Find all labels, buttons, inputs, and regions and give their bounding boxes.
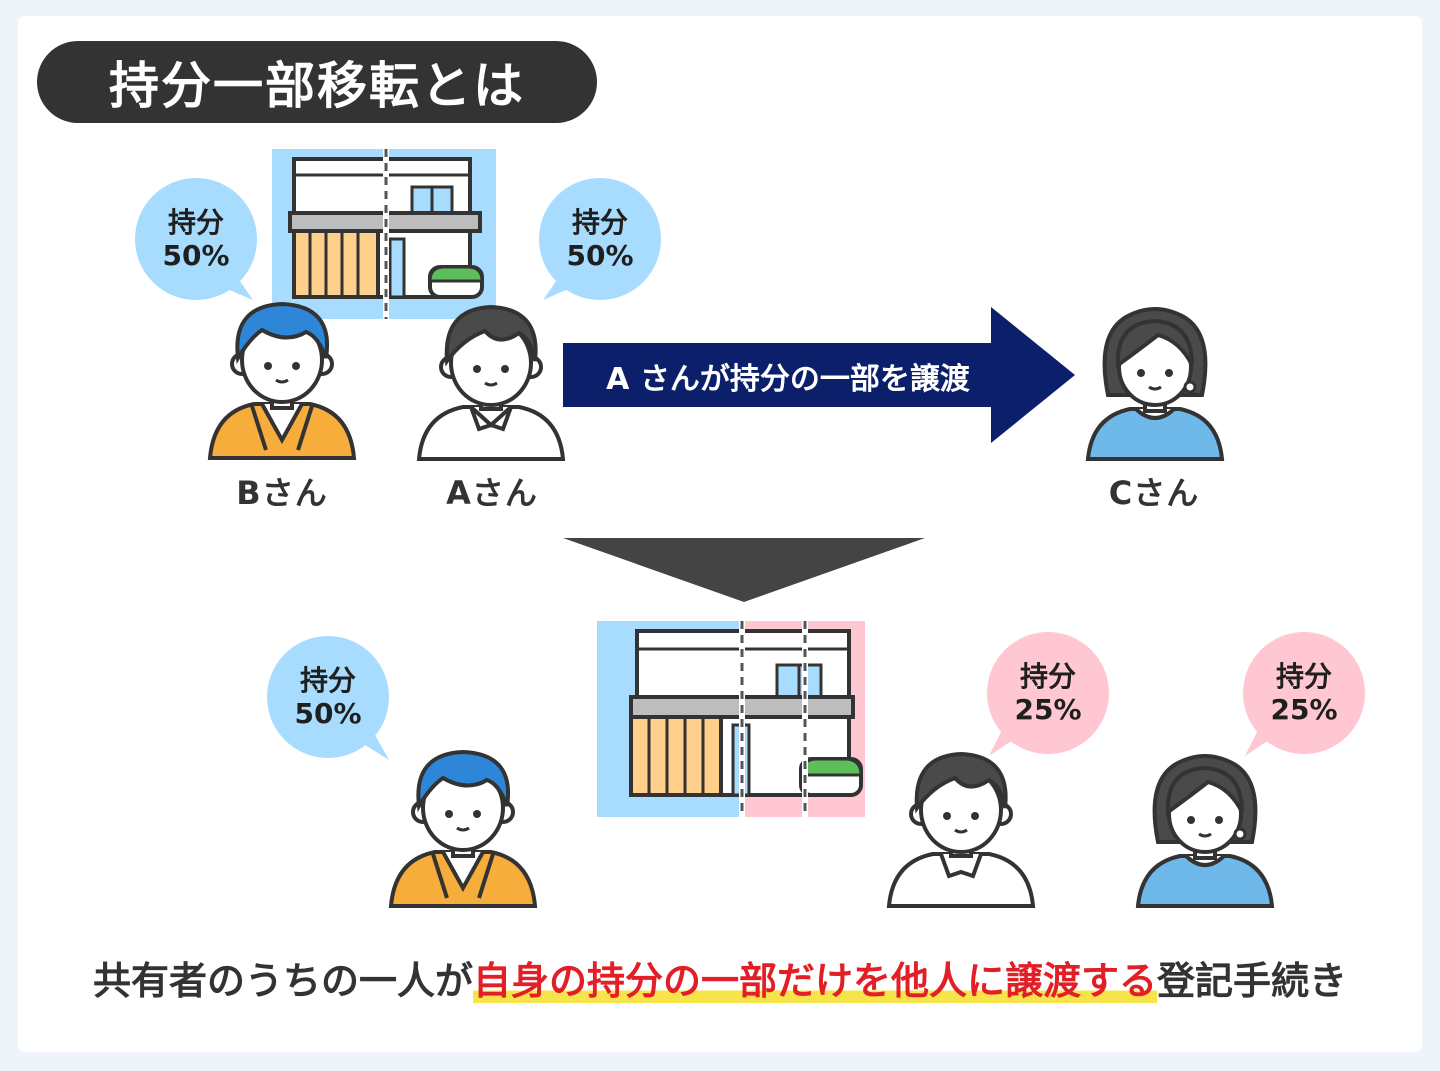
share-value: 25% [1014, 693, 1082, 726]
share-value: 25% [1270, 693, 1338, 726]
down-arrow-icon [563, 538, 925, 602]
share-bubble-a-after: 持分 25% [987, 632, 1109, 756]
person-a-avatar [416, 304, 566, 461]
page-title: 持分一部移転とは [37, 41, 597, 123]
caption: 共有者のうちの一人が自身の持分の一部だけを他人に譲渡する登記手続き [0, 950, 1440, 1005]
transfer-arrow-icon [563, 307, 1075, 443]
person-a-name: Aさん [446, 474, 538, 512]
person-b-after-avatar [388, 749, 538, 908]
caption-prefix: 共有者のうちの一人が [92, 959, 473, 1003]
share-bubble-b-after: 持分 50% [267, 636, 389, 760]
share-bubble-a: 持分 50% [539, 178, 661, 300]
person-c-name: Cさん [1108, 474, 1200, 512]
share-label: 持分 [1019, 660, 1076, 693]
person-b-avatar [207, 301, 357, 460]
share-value: 50% [294, 697, 362, 730]
share-label: 持分 [1275, 660, 1332, 693]
house-before-icon [272, 149, 496, 319]
share-value: 50% [162, 239, 230, 272]
share-label: 持分 [571, 206, 628, 239]
person-c-after-avatar [1135, 754, 1275, 908]
share-bubble-b: 持分 50% [135, 178, 257, 300]
share-label: 持分 [167, 206, 224, 239]
caption-highlight: 自身の持分の一部だけを他人に譲渡する [472, 959, 1157, 1003]
transfer-label: A さんが持分の一部を譲渡 [606, 362, 970, 397]
share-bubble-c-after: 持分 25% [1243, 632, 1365, 756]
share-value: 50% [566, 239, 634, 272]
caption-suffix: 登記手続き [1157, 959, 1348, 1003]
person-a-after-avatar [886, 751, 1036, 908]
house-after-icon [597, 621, 865, 817]
person-c-avatar [1085, 307, 1225, 461]
person-b-name: Bさん [236, 474, 328, 512]
share-label: 持分 [299, 664, 356, 697]
